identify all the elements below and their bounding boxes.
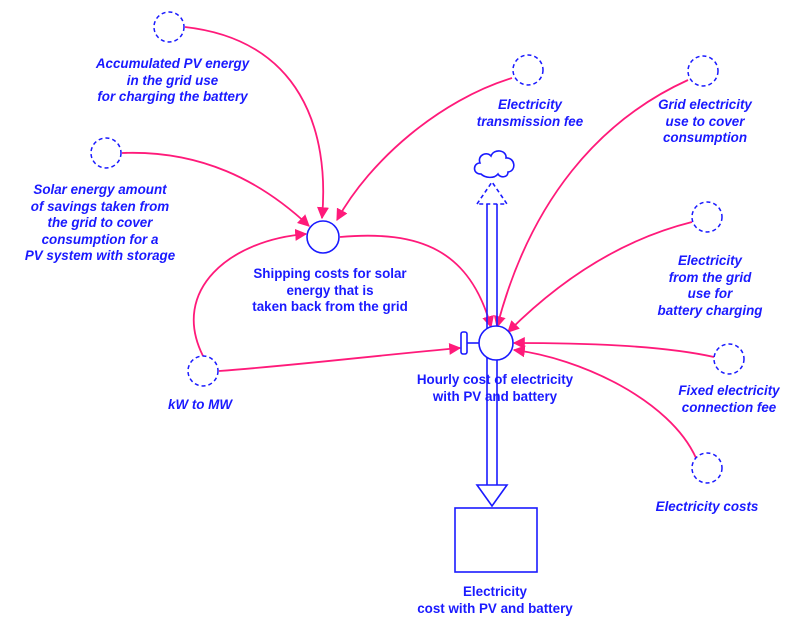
- label-transmission-fee: Electricity transmission fee: [476, 97, 584, 129]
- link-transmission-to-shipping: [336, 77, 513, 222]
- node-grid-cover: [687, 55, 719, 87]
- link-accumulated-to-shipping: [184, 26, 329, 220]
- label-fixed-fee: Fixed electricity connection fee: [678, 383, 780, 415]
- stock-electricity-cost: [454, 507, 538, 573]
- node-grid-battery: [691, 201, 723, 233]
- link-solar-savings-to-shipping: [121, 151, 310, 227]
- link-shipping-to-hourly: [339, 234, 494, 329]
- node-transmission-fee: [512, 54, 544, 86]
- label-stock: Electricity cost with PV and battery: [417, 584, 573, 616]
- label-grid-battery: Electricity from the grid use for batter…: [657, 253, 763, 318]
- link-grid-cover-to-hourly: [493, 79, 689, 329]
- valve-icon: [460, 331, 480, 355]
- flow-arrow-down: [475, 484, 509, 508]
- link-electricity-costs-to-hourly: [512, 345, 697, 459]
- link-grid-battery-to-hourly: [507, 221, 693, 333]
- link-fixed-fee-to-hourly: [512, 337, 715, 358]
- link-kw-to-shipping: [192, 228, 308, 357]
- label-kw-to-mw: kW to MW: [168, 397, 232, 412]
- node-shipping-costs: [306, 220, 340, 254]
- label-solar-savings: Solar energy amount of savings taken fro…: [24, 182, 176, 263]
- node-kw-to-mw: [187, 355, 219, 387]
- label-accumulated-pv: Accumulated PV energy in the grid use fo…: [95, 56, 250, 104]
- link-kw-to-hourly: [218, 342, 462, 372]
- label-shipping-costs: Shipping costs for solar energy that is …: [252, 266, 408, 314]
- node-electricity-costs: [691, 452, 723, 484]
- flow-pipe: [475, 180, 509, 508]
- label-electricity-costs: Electricity costs: [655, 499, 759, 514]
- flow-arrow-up: [475, 180, 509, 205]
- node-solar-savings: [90, 137, 122, 169]
- label-hourly-cost: Hourly cost of electricity with PV and b…: [416, 372, 574, 404]
- node-accumulated-pv: [153, 11, 185, 43]
- node-fixed-fee: [713, 343, 745, 375]
- node-hourly-cost: [478, 325, 514, 361]
- label-grid-cover: Grid electricity use to cover consumptio…: [658, 97, 752, 145]
- cloud-icon: [473, 150, 515, 179]
